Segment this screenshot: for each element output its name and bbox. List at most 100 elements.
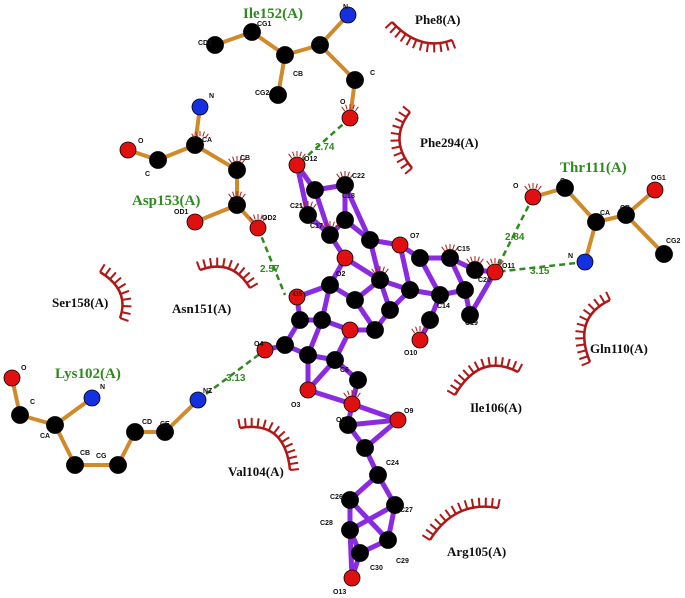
hydrophobic-spike [578, 355, 589, 361]
hydrophobic-spike [451, 39, 457, 49]
atom-label-c30: C30 [370, 565, 383, 572]
contact-tick [191, 133, 196, 139]
atom-label-lys-cg: CG [96, 453, 107, 460]
atom-thr-cb [617, 206, 635, 224]
atom-o11 [486, 263, 504, 281]
residue-label-lys102: Lys102(A) [55, 366, 121, 382]
atom-c4 [291, 311, 309, 329]
hydrophobic-spike [425, 528, 435, 536]
contact-tick [241, 158, 246, 164]
contact-tick [499, 260, 504, 266]
atom-o9 [389, 411, 407, 429]
atom-label-ile-o: O [340, 99, 346, 106]
atom-c19a [456, 281, 474, 299]
contact-tick [354, 390, 357, 396]
residue-ile152 [213, 13, 357, 120]
atom-lys-c [11, 406, 29, 424]
hydrophobic-spike [506, 358, 511, 368]
contact-tick [528, 183, 531, 189]
hydrophobic-spike [462, 369, 471, 378]
atom-label-asp-cb: CB [240, 155, 250, 162]
hydrophobic-spike [262, 419, 267, 429]
atom-label-asp-od1: OD1 [174, 209, 189, 216]
residue-label-asn151: Asn151(A) [172, 301, 231, 316]
atom-label-o6: O6 [336, 417, 345, 424]
residue-label-ser158: Ser158(A) [52, 295, 108, 310]
atom-c5 [366, 321, 384, 339]
hydrophobic-spike [439, 42, 443, 53]
hydrophobic-spike [284, 442, 294, 449]
hydrophobic-spike [577, 349, 587, 354]
hydrophobic-spike [404, 167, 413, 175]
contact-tick [332, 221, 335, 227]
residue-label-ile106: Ile106(A) [470, 400, 522, 415]
atom-label-lys-c: C [30, 399, 35, 406]
hydrophobic-spike [517, 363, 524, 373]
hydrophobic-spike [480, 358, 486, 368]
atom-label-c26: C26 [330, 494, 343, 501]
hydrophobic-spike [445, 41, 450, 51]
hydrophobic-contact-phe8 [384, 21, 457, 53]
atom-thr-og1 [646, 181, 664, 199]
atom-o2 [336, 249, 354, 267]
residue-label-val104: Val104(A) [228, 464, 284, 479]
atom-label-lys-o: O [21, 365, 27, 372]
atom-o7 [391, 236, 409, 254]
contact-tick [466, 258, 471, 264]
atom-label-ile-n: N [343, 4, 348, 11]
atom-ile-o [341, 109, 359, 127]
hydrophobic-spike [457, 373, 466, 382]
hydrophobic-spike [439, 513, 447, 522]
hydrophobic-spike [233, 262, 240, 272]
hydrophobic-spike [576, 322, 586, 327]
contact-tick [424, 328, 429, 334]
hydrophobic-contact-gln110 [575, 291, 611, 367]
hydrophobic-spike [446, 389, 456, 396]
atom-c26 [341, 491, 359, 509]
atom-label-ile-cg2: CG2 [255, 90, 270, 97]
contact-tick [260, 214, 263, 220]
hydrophobic-spike [477, 497, 481, 507]
hydrophobic-spike [390, 131, 400, 136]
atom-asp-ca [186, 136, 204, 154]
contact-tick [262, 216, 267, 222]
contact-tick [340, 171, 343, 177]
atom-label-lys-cb: CB [80, 450, 90, 457]
atom-o5 [288, 288, 306, 306]
hydrophobic-spike [121, 311, 131, 315]
hydrophobic-spike [418, 41, 424, 51]
contact-tick [288, 153, 293, 159]
atom-c3 [313, 311, 331, 329]
hydrophobic-contact-ser158 [99, 263, 132, 322]
atom-lys-n [83, 389, 101, 407]
hydrophobic-spike [412, 39, 418, 49]
contact-tick [299, 203, 304, 209]
atom-asp-n [191, 98, 209, 116]
contact-tick [345, 104, 348, 110]
contact-tick [354, 106, 359, 112]
atom-c16 [361, 231, 379, 249]
atom-c7 [381, 301, 399, 319]
atom-c28 [341, 521, 359, 539]
hydrophobic-spike [400, 162, 409, 170]
hydrophobic-contact-ile106 [446, 356, 524, 396]
atom-label-asp-ca: CA [202, 137, 212, 144]
atom-label-thr-cg2: CG2 [666, 238, 681, 245]
contact-tick [524, 185, 529, 191]
hydrophobic-spike [202, 259, 207, 269]
contact-tick [349, 173, 354, 179]
hydrophobic-spike [421, 534, 431, 541]
atom-label-c24: C24 [386, 460, 399, 467]
hydrophobic-spike [209, 257, 213, 268]
atom-label-o7: O7 [410, 233, 419, 240]
atom-o12 [288, 156, 306, 174]
atom-asp-od2 [249, 219, 267, 237]
atom-label-o2: O2 [336, 271, 345, 278]
atom-label-asp-c: C [145, 171, 150, 178]
hydrophobic-spike [392, 124, 402, 130]
atom-c10 [371, 271, 389, 289]
residue-label-gln110: Gln110(A) [590, 341, 648, 356]
contact-tick [371, 268, 376, 274]
hydrophobic-spike [384, 21, 393, 29]
